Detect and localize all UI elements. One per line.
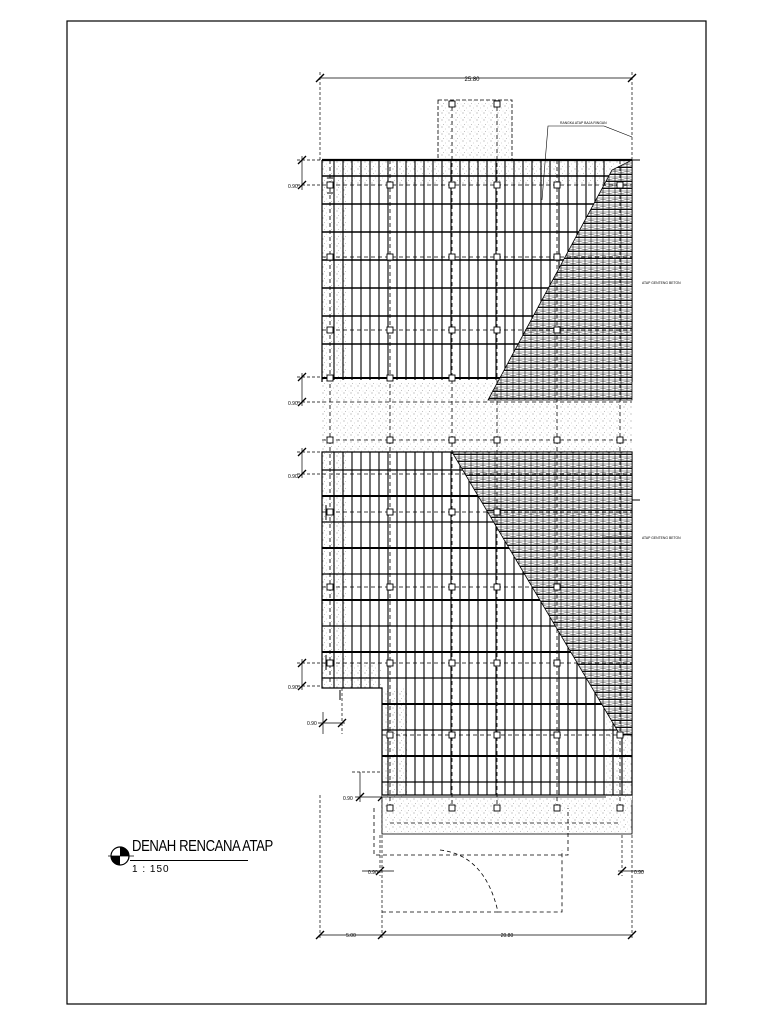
overhang-label-5: 0.90 <box>307 721 317 727</box>
column <box>553 181 561 189</box>
column <box>448 326 456 334</box>
column <box>448 374 456 382</box>
column <box>493 583 501 591</box>
column <box>616 436 624 444</box>
column <box>448 583 456 591</box>
column <box>326 181 334 189</box>
dim-bottom-right: 20.80 <box>501 933 514 939</box>
column <box>553 253 561 261</box>
leaders <box>541 125 633 538</box>
column <box>386 181 394 189</box>
note-tile-lower: ATAP GENTENG BETON <box>642 536 681 540</box>
column <box>616 731 624 739</box>
column <box>448 436 456 444</box>
overhang-label-2: 0.90 <box>288 401 298 407</box>
drawing-title: DENAH RENCANA ATAP <box>132 838 273 855</box>
column <box>386 326 394 334</box>
column <box>326 508 334 516</box>
note-truss: RANGKA ATAP BAJA RINGAN <box>560 121 607 125</box>
driveway-arc <box>382 849 563 913</box>
column <box>326 374 334 382</box>
column <box>448 659 456 667</box>
column <box>326 659 334 667</box>
sheet-border <box>66 20 707 1005</box>
overhang-label-3: 0.90 <box>288 474 298 480</box>
column <box>326 253 334 261</box>
overhang-label-4: 0.90 <box>288 685 298 691</box>
gutter-marks <box>325 159 640 830</box>
section-symbol-icon <box>108 846 134 866</box>
drawing-title-block: DENAH RENCANA ATAP 1 : 150 <box>108 836 273 886</box>
column <box>386 583 394 591</box>
column <box>386 253 394 261</box>
dashed-structure <box>322 100 632 856</box>
column <box>448 508 456 516</box>
column <box>326 436 334 444</box>
dim-top-overall: 25.80 <box>464 77 480 83</box>
dimension-ticks <box>297 155 627 876</box>
columns <box>326 100 624 812</box>
column <box>448 100 456 108</box>
column <box>493 100 501 108</box>
column <box>493 436 501 444</box>
column <box>448 731 456 739</box>
overhang-label-6: 0.90 <box>343 796 353 802</box>
column <box>493 326 501 334</box>
tile-hatch-upper <box>487 159 633 401</box>
title-underline <box>130 860 248 861</box>
column <box>553 659 561 667</box>
column <box>386 436 394 444</box>
column <box>386 804 394 812</box>
column <box>493 253 501 261</box>
column <box>448 804 456 812</box>
column <box>326 583 334 591</box>
column <box>553 804 561 812</box>
column <box>553 436 561 444</box>
column <box>326 326 334 334</box>
overhang-label-7: 0.90 <box>368 870 378 876</box>
column <box>448 253 456 261</box>
overhang-label-1: 0.90 <box>288 184 298 190</box>
overhang-label-8: 0.90 <box>634 870 644 876</box>
column <box>386 659 394 667</box>
drawing-scale: 1 : 150 <box>132 864 170 875</box>
column <box>553 326 561 334</box>
column <box>553 583 561 591</box>
column <box>493 508 501 516</box>
column <box>616 804 624 812</box>
column <box>553 731 561 739</box>
column <box>448 181 456 189</box>
column <box>616 181 624 189</box>
column <box>493 731 501 739</box>
column <box>493 181 501 189</box>
column <box>386 508 394 516</box>
column <box>493 659 501 667</box>
note-tile-upper: ATAP GENTENG BETON <box>642 281 681 285</box>
column <box>386 374 394 382</box>
tile-hatch-lower <box>451 451 633 736</box>
dim-bottom-left: 5.00 <box>346 933 356 939</box>
column <box>386 731 394 739</box>
column <box>493 804 501 812</box>
